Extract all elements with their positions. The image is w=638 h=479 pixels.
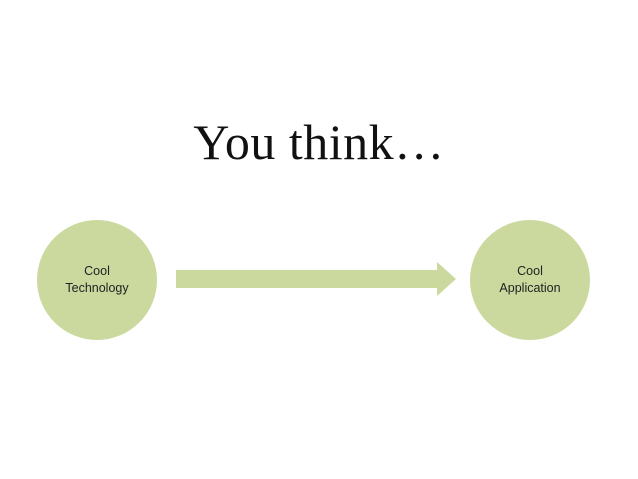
node-label-line: Technology: [65, 281, 129, 295]
node-label-line: Cool: [84, 264, 110, 278]
node-label-line: Cool: [517, 264, 543, 278]
slide-title: You think…: [193, 114, 445, 170]
node-label-line: Application: [499, 281, 561, 295]
node-cool-technology: Cool Technology: [37, 220, 157, 340]
arrow-shape: [176, 262, 456, 296]
node-cool-application: Cool Application: [470, 220, 590, 340]
